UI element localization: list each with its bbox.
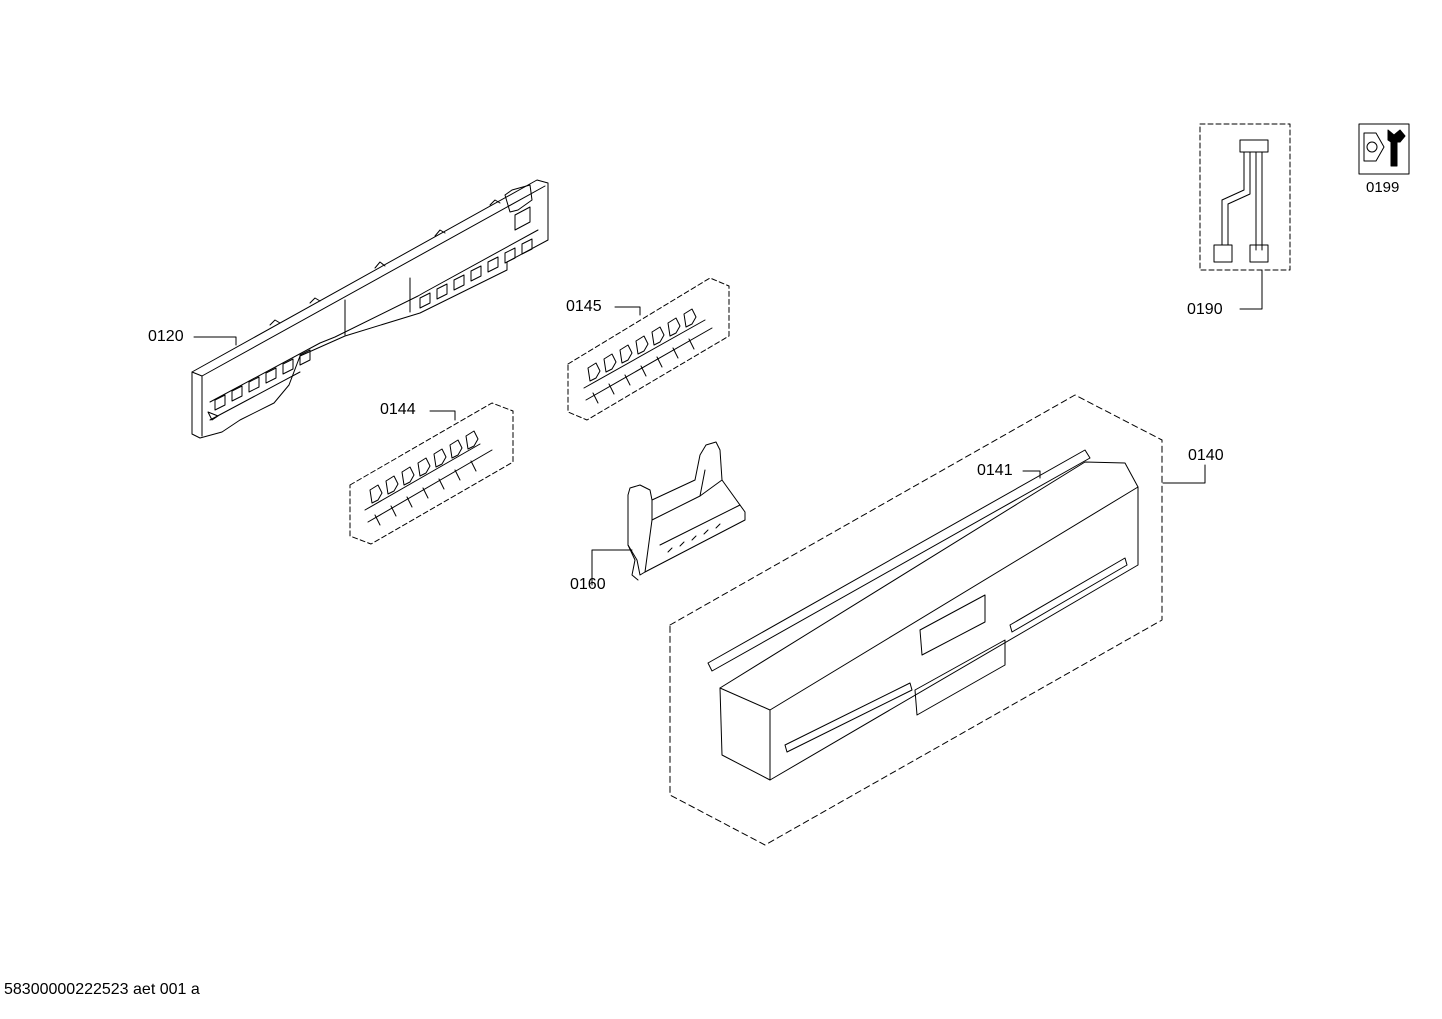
bracket-part-0160[interactable] xyxy=(628,442,745,580)
part-label-0120[interactable]: 0120 xyxy=(148,328,184,345)
control-frame-part-0120[interactable] xyxy=(192,180,548,438)
part-label-0140[interactable]: 0140 xyxy=(1188,447,1224,464)
button-set-part-0145[interactable] xyxy=(568,278,729,420)
leader-lines xyxy=(194,270,1262,585)
part-label-0160[interactable]: 0160 xyxy=(570,576,606,593)
document-id: 58300000222523 aet 001 a xyxy=(4,981,200,998)
button-set-part-0144[interactable] xyxy=(350,403,513,544)
part-label-0199[interactable]: 0199 xyxy=(1366,179,1400,196)
wrench-nut-icon[interactable] xyxy=(1359,124,1409,174)
frame-slots-right xyxy=(420,239,532,308)
frame-tabs xyxy=(270,200,500,325)
door-seal-part-0141 xyxy=(708,450,1090,671)
part-label-0141[interactable]: 0141 xyxy=(977,462,1013,479)
part-label-0190[interactable]: 0190 xyxy=(1187,301,1223,318)
part-label-0145[interactable]: 0145 xyxy=(566,298,602,315)
cable-harness-part-0190[interactable] xyxy=(1200,124,1290,270)
part-label-0144[interactable]: 0144 xyxy=(380,401,416,418)
control-panel-part-0140[interactable] xyxy=(670,395,1162,845)
frame-slots-left xyxy=(208,350,310,420)
